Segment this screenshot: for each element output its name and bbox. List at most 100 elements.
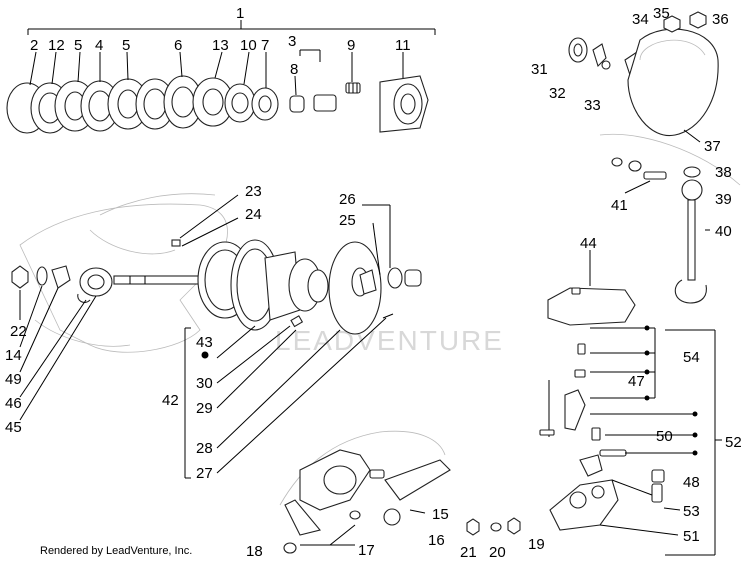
callout-26: 26 [339,191,356,208]
bolt-41 [643,171,667,180]
kickstart-assembly [611,157,710,304]
bracket-52 [665,329,722,556]
washer-2 [628,160,642,172]
callout-18: 18 [246,543,263,560]
valve-body [564,389,586,431]
seal-45 [77,293,91,303]
callout-54: 54 [683,349,700,366]
spring-26 [387,267,403,289]
callout-41: 41 [611,197,628,214]
callout-31: 31 [531,61,548,78]
oil-tank-44 [547,287,636,326]
parts-group-54 [574,325,656,401]
callout-3: 3 [288,33,296,50]
callout-29: 29 [196,400,213,417]
nut-21 [466,518,480,536]
spring-33 [601,60,611,70]
callout-48: 48 [683,474,700,491]
bracket-17 [284,499,321,536]
clip-a [574,369,586,378]
bushing-8 [289,95,305,113]
callout-28: 28 [196,440,213,457]
key-24 [171,239,181,247]
callout-34: 34 [632,11,649,28]
spring-29 [290,315,304,328]
callout-6: 6 [174,37,182,54]
kick-lever [674,279,707,304]
screw-53 [651,483,663,503]
callout-15: 15 [432,506,449,523]
callout-30: 30 [196,375,213,392]
callout-2: 2 [30,37,38,54]
gear-assembly [197,204,422,335]
pin-47 [539,429,555,436]
callout-labels: 1 2 12 5 4 5 6 13 10 7 3 8 9 11 23 24 26… [5,5,742,561]
callout-50: 50 [656,428,673,445]
callout-5b: 5 [122,37,130,54]
callout-27: 27 [196,465,213,482]
callout-7: 7 [261,37,269,54]
washer-20 [490,522,502,532]
lever-32 [592,43,607,68]
callout-22: 22 [10,323,27,340]
cover-assembly [568,11,741,186]
callout-44: 44 [580,235,597,252]
spring-50 [599,449,627,457]
nut-19 [507,517,521,535]
callout-10: 10 [240,37,257,54]
callout-8: 8 [290,61,298,78]
callout-14: 14 [5,347,22,364]
tab-washer-49 [51,265,71,289]
callout-40: 40 [715,223,732,240]
callout-13: 13 [212,37,229,54]
callout-19: 19 [528,536,545,553]
nut-48 [651,469,665,483]
callout-25: 25 [339,212,356,229]
callout-52: 52 [725,434,742,451]
screw-36 [689,11,707,29]
callout-49: 49 [5,371,22,388]
gasket-15 [384,459,451,501]
nut-22 [11,265,29,289]
callout-20: 20 [489,544,506,561]
bolt-35 [663,15,681,33]
cover-37 [627,28,719,137]
gear-39 [681,179,703,201]
washer [611,157,623,167]
callout-38: 38 [715,164,732,181]
plug-16 [383,508,401,526]
engine-outline [19,193,228,353]
callout-47: 47 [628,373,645,390]
callout-42: 42 [162,392,179,409]
crankcase-cover [279,430,521,554]
pin-3 [313,94,337,112]
pin-50 [591,427,601,441]
callout-21: 21 [460,544,477,561]
callout-17: 17 [358,542,375,559]
callout-53: 53 [683,503,700,520]
callout-51: 51 [683,528,700,545]
callout-24: 24 [245,206,262,223]
callout-32: 32 [549,85,566,102]
housing-11 [379,75,429,133]
callout-4: 4 [95,37,103,54]
lever-50 [579,454,603,477]
callout-43: 43 [196,334,213,351]
pin-27 [382,313,394,319]
clutch-stack [6,20,436,134]
watermark-text: LEADVENTURE [275,325,504,356]
callout-16: 16 [428,532,445,549]
callout-35: 35 [653,5,670,22]
screw-18 [283,542,297,554]
callout-12: 12 [48,37,65,54]
callout-37: 37 [704,138,721,155]
callout-11: 11 [395,37,411,54]
callout-45: 45 [5,419,22,436]
oring-38 [683,166,701,178]
callout-23: 23 [245,183,262,200]
valve-assembly [539,380,698,536]
tank-assembly [547,250,636,326]
credit-text: Rendered by LeadVenture, Inc. [40,545,193,557]
bracket-42 [184,317,387,479]
